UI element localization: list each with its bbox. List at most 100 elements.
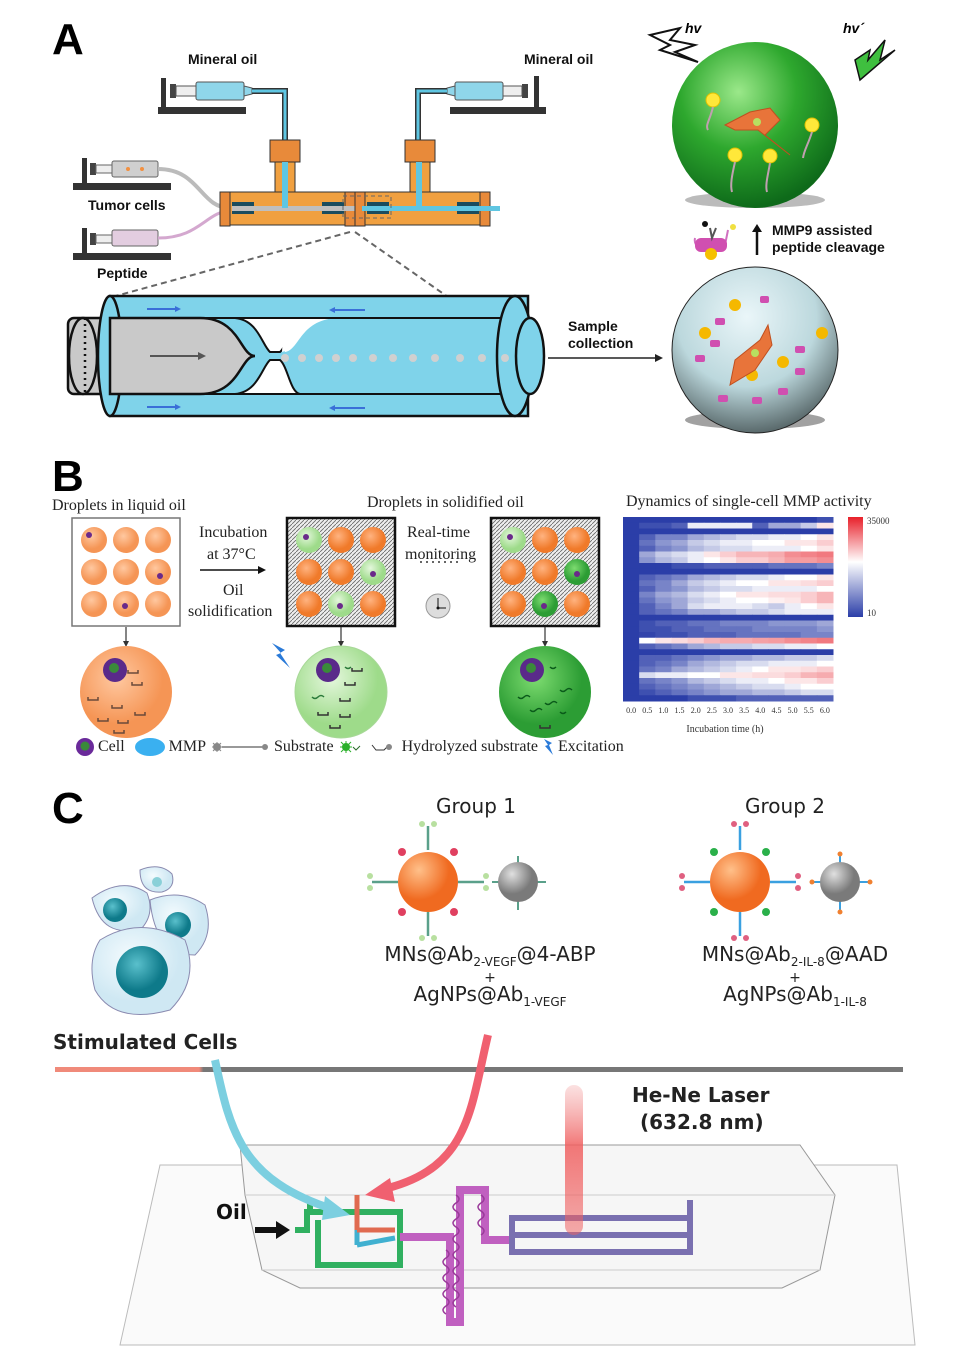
heatmap-cell — [703, 689, 721, 696]
heatmap-cell — [687, 551, 705, 558]
label-mineral-oil-left: Mineral oil — [188, 51, 258, 67]
heatmap-cell — [816, 609, 834, 616]
heatmap-cell — [655, 540, 672, 547]
heatmap-cell — [736, 591, 753, 598]
excitation-lightning-icon — [647, 26, 699, 63]
capillary-droplet-generator — [66, 294, 546, 418]
heatmap-cell — [623, 534, 640, 541]
syringe-pump-tumor-cells — [73, 158, 171, 190]
heatmap-cell — [768, 632, 786, 639]
heatmap-cell — [719, 545, 737, 552]
heatmap-cell — [784, 683, 802, 690]
heatmap-cell — [784, 534, 802, 541]
heatmap-cell — [719, 614, 737, 621]
heatmap-cell — [703, 695, 721, 702]
heatmap-cell — [623, 528, 640, 535]
heatmap-cell — [800, 643, 818, 650]
x-axis-label: Incubation time (h) — [686, 724, 763, 735]
heatmap-cell — [671, 568, 689, 575]
heatmap-cell — [687, 534, 705, 541]
heatmap-cell — [639, 683, 656, 690]
syringe-pump-mineral-oil-left — [158, 78, 253, 114]
heatmap-cell — [736, 563, 753, 570]
heatmap-cell — [800, 626, 818, 633]
excitation-bolt-icon — [272, 643, 290, 668]
label-mmp9-assisted: MMP9 assisted — [772, 222, 873, 238]
heatmap-cell — [800, 637, 818, 644]
heatmap-cell — [703, 660, 721, 667]
heatmap-cell — [687, 649, 705, 656]
heatmap-cell — [703, 534, 721, 541]
heatmap-cell — [784, 655, 802, 662]
heatmap-cell — [752, 517, 769, 524]
heatmap-cell — [623, 620, 640, 627]
heatmap-cell — [703, 580, 721, 587]
heatmap-cell — [703, 591, 721, 598]
heatmap-cell — [768, 540, 786, 547]
droplet-closeup-orange — [80, 646, 172, 738]
droplet-grid-solidified-oil-2 — [489, 516, 601, 628]
heatmap-cell — [800, 683, 818, 690]
heatmap-cell — [623, 655, 640, 662]
heatmap-cell — [736, 586, 753, 593]
heatmap-cell — [736, 603, 753, 610]
heatmap-cell — [703, 655, 721, 662]
heatmap-cell — [655, 643, 672, 650]
heatmap-cell — [687, 683, 705, 690]
heatmap-cell — [719, 568, 737, 575]
heatmap-cell — [736, 517, 753, 524]
heatmap-cell — [816, 689, 834, 696]
heatmap-cell — [800, 517, 818, 524]
heatmap-cell — [623, 603, 640, 610]
heatmap-cell — [623, 545, 640, 552]
heatmap-cell — [768, 597, 786, 604]
heatmap-cell — [736, 649, 753, 656]
label-hv: hv — [685, 20, 702, 36]
heatmap-cell — [800, 632, 818, 639]
g1-line1-sub: 2-VEGF — [473, 955, 517, 969]
heatmap-cell — [816, 591, 834, 598]
heatmap-cell — [784, 580, 802, 587]
heatmap-cell — [655, 649, 672, 656]
heatmap-cell — [671, 534, 689, 541]
group-2-formula: MNs@Ab2-IL-8@AAD + AgNPs@Ab1-IL-8 — [665, 943, 925, 1013]
heatmap-cell — [800, 689, 818, 696]
heatmap-cell — [687, 591, 705, 598]
heatmap-cell — [623, 632, 640, 639]
heatmap-cell — [800, 574, 818, 581]
heatmap-cell — [655, 597, 672, 604]
heatmap-cell — [655, 551, 672, 558]
heatmap-cell — [736, 540, 753, 547]
heatmap-cell — [752, 580, 769, 587]
heatmap-cell — [639, 620, 656, 627]
heatmap-cell — [752, 643, 769, 650]
heatmap-cell — [623, 643, 640, 650]
heatmap-cell — [671, 678, 689, 685]
heatmap-cell — [800, 551, 818, 558]
heatmap-cell — [687, 580, 705, 587]
heatmap-cell — [768, 643, 786, 650]
heatmap-cell — [816, 637, 834, 644]
heatmap-cell — [703, 683, 721, 690]
heatmap-cell — [719, 603, 737, 610]
x-tick-label: 4.0 — [755, 706, 765, 715]
heatmap-cell — [671, 643, 689, 650]
label-stimulated-cells: Stimulated Cells — [53, 1030, 238, 1054]
legend-label-hydrolyzed-substrate: Hydrolyzed substrate — [401, 738, 538, 755]
heatmap-cell — [784, 591, 802, 598]
heatmap-cell — [736, 597, 753, 604]
g2-line2-a: AgNPs@Ab — [723, 982, 833, 1006]
heatmap-cell — [768, 563, 786, 570]
x-tick-label: 1.5 — [675, 706, 685, 715]
heatmap-cell — [671, 660, 689, 667]
heatmap-cell — [655, 591, 672, 598]
heatmap-cell — [784, 678, 802, 685]
heatmap-cell — [687, 666, 705, 673]
heatmap-cell — [639, 540, 656, 547]
heatmap-cell — [639, 551, 656, 558]
heatmap-cell — [816, 649, 834, 656]
cells-flow-arrow — [211, 1059, 337, 1214]
heatmap-cell — [719, 540, 737, 547]
heatmap-cell — [752, 563, 769, 570]
heatmap-cell — [736, 695, 753, 702]
